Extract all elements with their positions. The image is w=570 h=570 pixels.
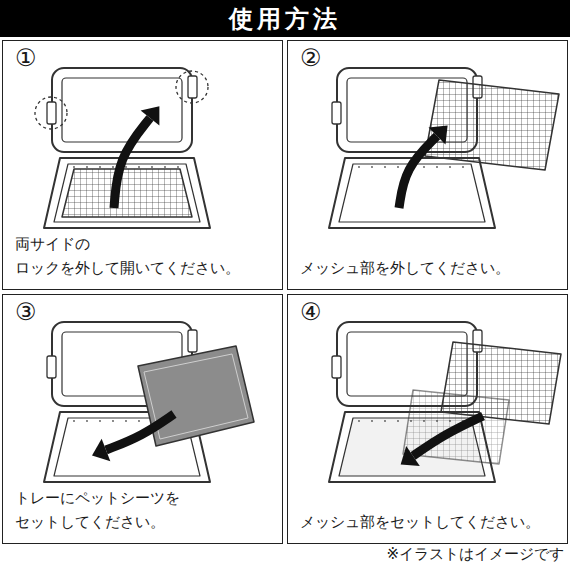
mesh [425, 80, 559, 170]
arrow-head [141, 106, 160, 125]
step-caption: メッシュ部をセットしてください。 [300, 510, 555, 534]
title-bar: 使用方法 [0, 0, 570, 37]
tray-rib [151, 166, 153, 168]
lock-tab [332, 102, 341, 124]
lock-tab [188, 76, 197, 98]
mesh [62, 169, 192, 217]
tray-rib [86, 420, 88, 422]
tray-rib [177, 166, 179, 168]
step-illustration [35, 68, 210, 228]
step-panel: ① 両サイドの ロックを外して開いてください。 [2, 40, 283, 290]
tray-rib [99, 166, 101, 168]
tray-rib [99, 420, 101, 422]
step-number: ④ [300, 299, 322, 325]
tray-rib [86, 166, 88, 168]
tray-rib [125, 420, 127, 422]
tray-rib [138, 420, 140, 422]
tray [44, 158, 210, 228]
motion-arrow [399, 136, 437, 208]
tray-rib [358, 166, 360, 168]
tray-rib [384, 420, 386, 422]
step-illustration [329, 322, 561, 482]
step-caption: 両サイドの ロックを外して開いてください。 [15, 232, 270, 280]
tray-rib [125, 166, 127, 168]
tray-rib [138, 166, 140, 168]
step-caption: メッシュ部を外してください。 [300, 256, 555, 280]
tray-rib [397, 166, 399, 168]
tray-rib [423, 166, 425, 168]
step-number: ③ [15, 299, 37, 325]
step-panel: ③ トレーにペットシーツを セットしてください。 [2, 294, 283, 544]
tray-rib [112, 420, 114, 422]
lock-highlight [35, 97, 67, 129]
step-panel: ② メッシュ部を外してください。 [287, 40, 568, 290]
motion-arrow [114, 118, 150, 208]
lock-tab [332, 356, 341, 378]
step-panel: ④ メッシュ部をセットしてください。 [287, 294, 568, 544]
tray-rib [371, 166, 373, 168]
step-number: ② [300, 45, 322, 71]
motion-arrow [413, 416, 483, 456]
tray-rib [436, 166, 438, 168]
lock-highlight [176, 71, 208, 103]
lid-inner [62, 78, 182, 142]
tray-rib [371, 420, 373, 422]
step-illustration [44, 322, 254, 482]
footnote: ※イラストはイメージです [386, 545, 564, 565]
step-number: ① [15, 45, 37, 71]
tray-rib [358, 420, 360, 422]
tray-rib [462, 166, 464, 168]
tray-rib [73, 420, 75, 422]
lid-frame [52, 68, 192, 152]
arrow-head [92, 439, 110, 461]
tray-rib [449, 166, 451, 168]
arrow-head [429, 125, 448, 144]
mesh [403, 390, 509, 464]
motion-arrow [106, 414, 174, 450]
lock-tab [47, 102, 56, 124]
tray-rib [397, 420, 399, 422]
tray-rib [164, 166, 166, 168]
lock-tab [188, 330, 197, 352]
tray-inner [54, 164, 200, 222]
step-illustration [329, 68, 559, 228]
tray-rib [112, 166, 114, 168]
tray-rib [384, 166, 386, 168]
lock-tab [47, 356, 56, 378]
step-caption: トレーにペットシーツを セットしてください。 [15, 486, 270, 534]
arrow-head [401, 446, 420, 466]
tray-rib [73, 166, 75, 168]
title: 使用方法 [229, 3, 341, 35]
